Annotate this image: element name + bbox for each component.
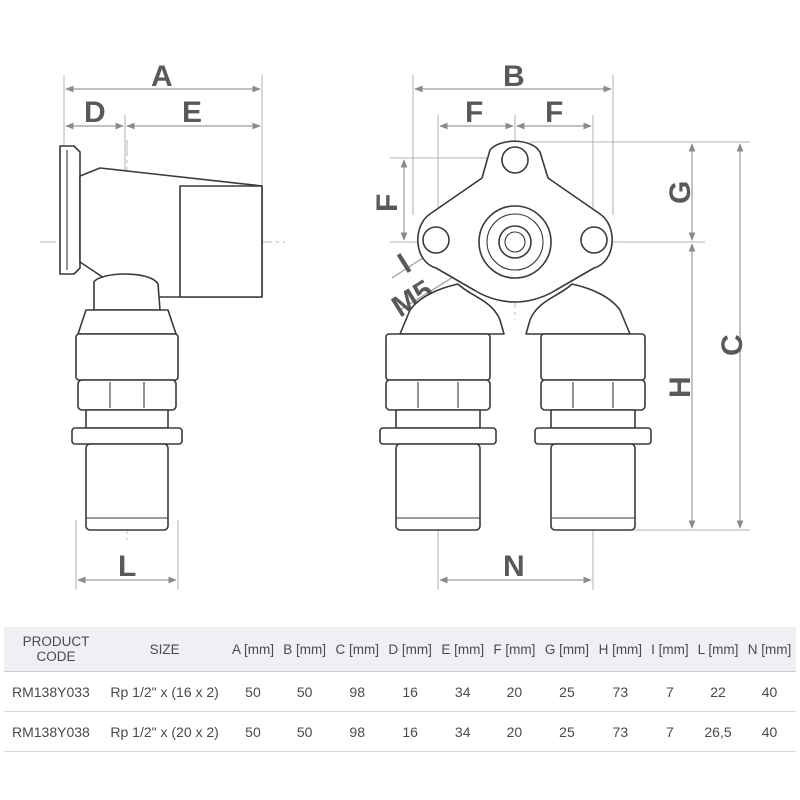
table-row: RM138Y038 Rp 1/2" x (20 x 2) 50 50 98 16… bbox=[4, 711, 796, 752]
dim-label-l: L bbox=[118, 550, 136, 583]
cell-l: 22 bbox=[693, 671, 743, 712]
col-header-l: L [mm] bbox=[693, 627, 743, 672]
table-row: RM138Y033 Rp 1/2" x (16 x 2) 50 50 98 16… bbox=[4, 671, 796, 712]
dim-label-f-right: F bbox=[545, 96, 563, 129]
cell-product-code: RM138Y033 bbox=[4, 671, 102, 712]
cell-f: 20 bbox=[488, 711, 541, 752]
cell-n: 40 bbox=[742, 711, 796, 752]
col-header-i: I [mm] bbox=[646, 627, 694, 672]
cell-g: 25 bbox=[540, 711, 594, 752]
dim-label-f-left: F bbox=[465, 96, 483, 129]
technical-drawing: A D E L bbox=[40, 60, 750, 590]
front-view: B F F F G H C N I M5 bbox=[371, 60, 750, 590]
spec-table: PRODUCT CODE SIZE A [mm] B [mm] C [mm] D… bbox=[4, 627, 796, 752]
col-header-g: G [mm] bbox=[540, 627, 594, 672]
col-header-product-code: PRODUCT CODE bbox=[4, 627, 102, 672]
dim-label-g: G bbox=[664, 181, 697, 204]
cell-d: 16 bbox=[383, 671, 437, 712]
col-header-c: C [mm] bbox=[330, 627, 384, 672]
cell-b: 50 bbox=[278, 711, 331, 752]
cell-a: 50 bbox=[227, 711, 279, 752]
col-header-d: D [mm] bbox=[383, 627, 437, 672]
col-header-a: A [mm] bbox=[227, 627, 279, 672]
dim-label-e: E bbox=[182, 96, 202, 129]
cell-l: 26,5 bbox=[693, 711, 743, 752]
cell-e: 34 bbox=[436, 671, 489, 712]
side-view: A D E L bbox=[40, 60, 285, 590]
cell-h: 73 bbox=[593, 671, 647, 712]
cell-g: 25 bbox=[540, 671, 594, 712]
col-header-f: F [mm] bbox=[488, 627, 541, 672]
col-header-e: E [mm] bbox=[436, 627, 489, 672]
dim-label-b: B bbox=[503, 60, 525, 93]
cell-d: 16 bbox=[383, 711, 437, 752]
col-header-n: N [mm] bbox=[742, 627, 796, 672]
cell-size: Rp 1/2" x (16 x 2) bbox=[101, 671, 228, 712]
dim-label-d: D bbox=[84, 96, 106, 129]
dim-label-h: H bbox=[664, 376, 697, 398]
cell-c: 98 bbox=[330, 671, 384, 712]
cell-c: 98 bbox=[330, 711, 384, 752]
cell-a: 50 bbox=[227, 671, 279, 712]
col-header-size: SIZE bbox=[101, 627, 228, 672]
cell-i: 7 bbox=[646, 671, 694, 712]
cell-n: 40 bbox=[742, 671, 796, 712]
dim-label-c: C bbox=[716, 334, 749, 356]
table-header-row: PRODUCT CODE SIZE A [mm] B [mm] C [mm] D… bbox=[4, 627, 796, 672]
cell-size: Rp 1/2" x (20 x 2) bbox=[101, 711, 228, 752]
cell-f: 20 bbox=[488, 671, 541, 712]
cell-e: 34 bbox=[436, 711, 489, 752]
dim-label-n: N bbox=[503, 550, 525, 583]
dim-label-a: A bbox=[151, 60, 173, 93]
cell-product-code: RM138Y038 bbox=[4, 711, 102, 752]
cell-i: 7 bbox=[646, 711, 694, 752]
dim-label-f-side: F bbox=[371, 194, 404, 212]
cell-h: 73 bbox=[593, 711, 647, 752]
col-header-b: B [mm] bbox=[278, 627, 331, 672]
col-header-h: H [mm] bbox=[593, 627, 647, 672]
cell-b: 50 bbox=[278, 671, 331, 712]
